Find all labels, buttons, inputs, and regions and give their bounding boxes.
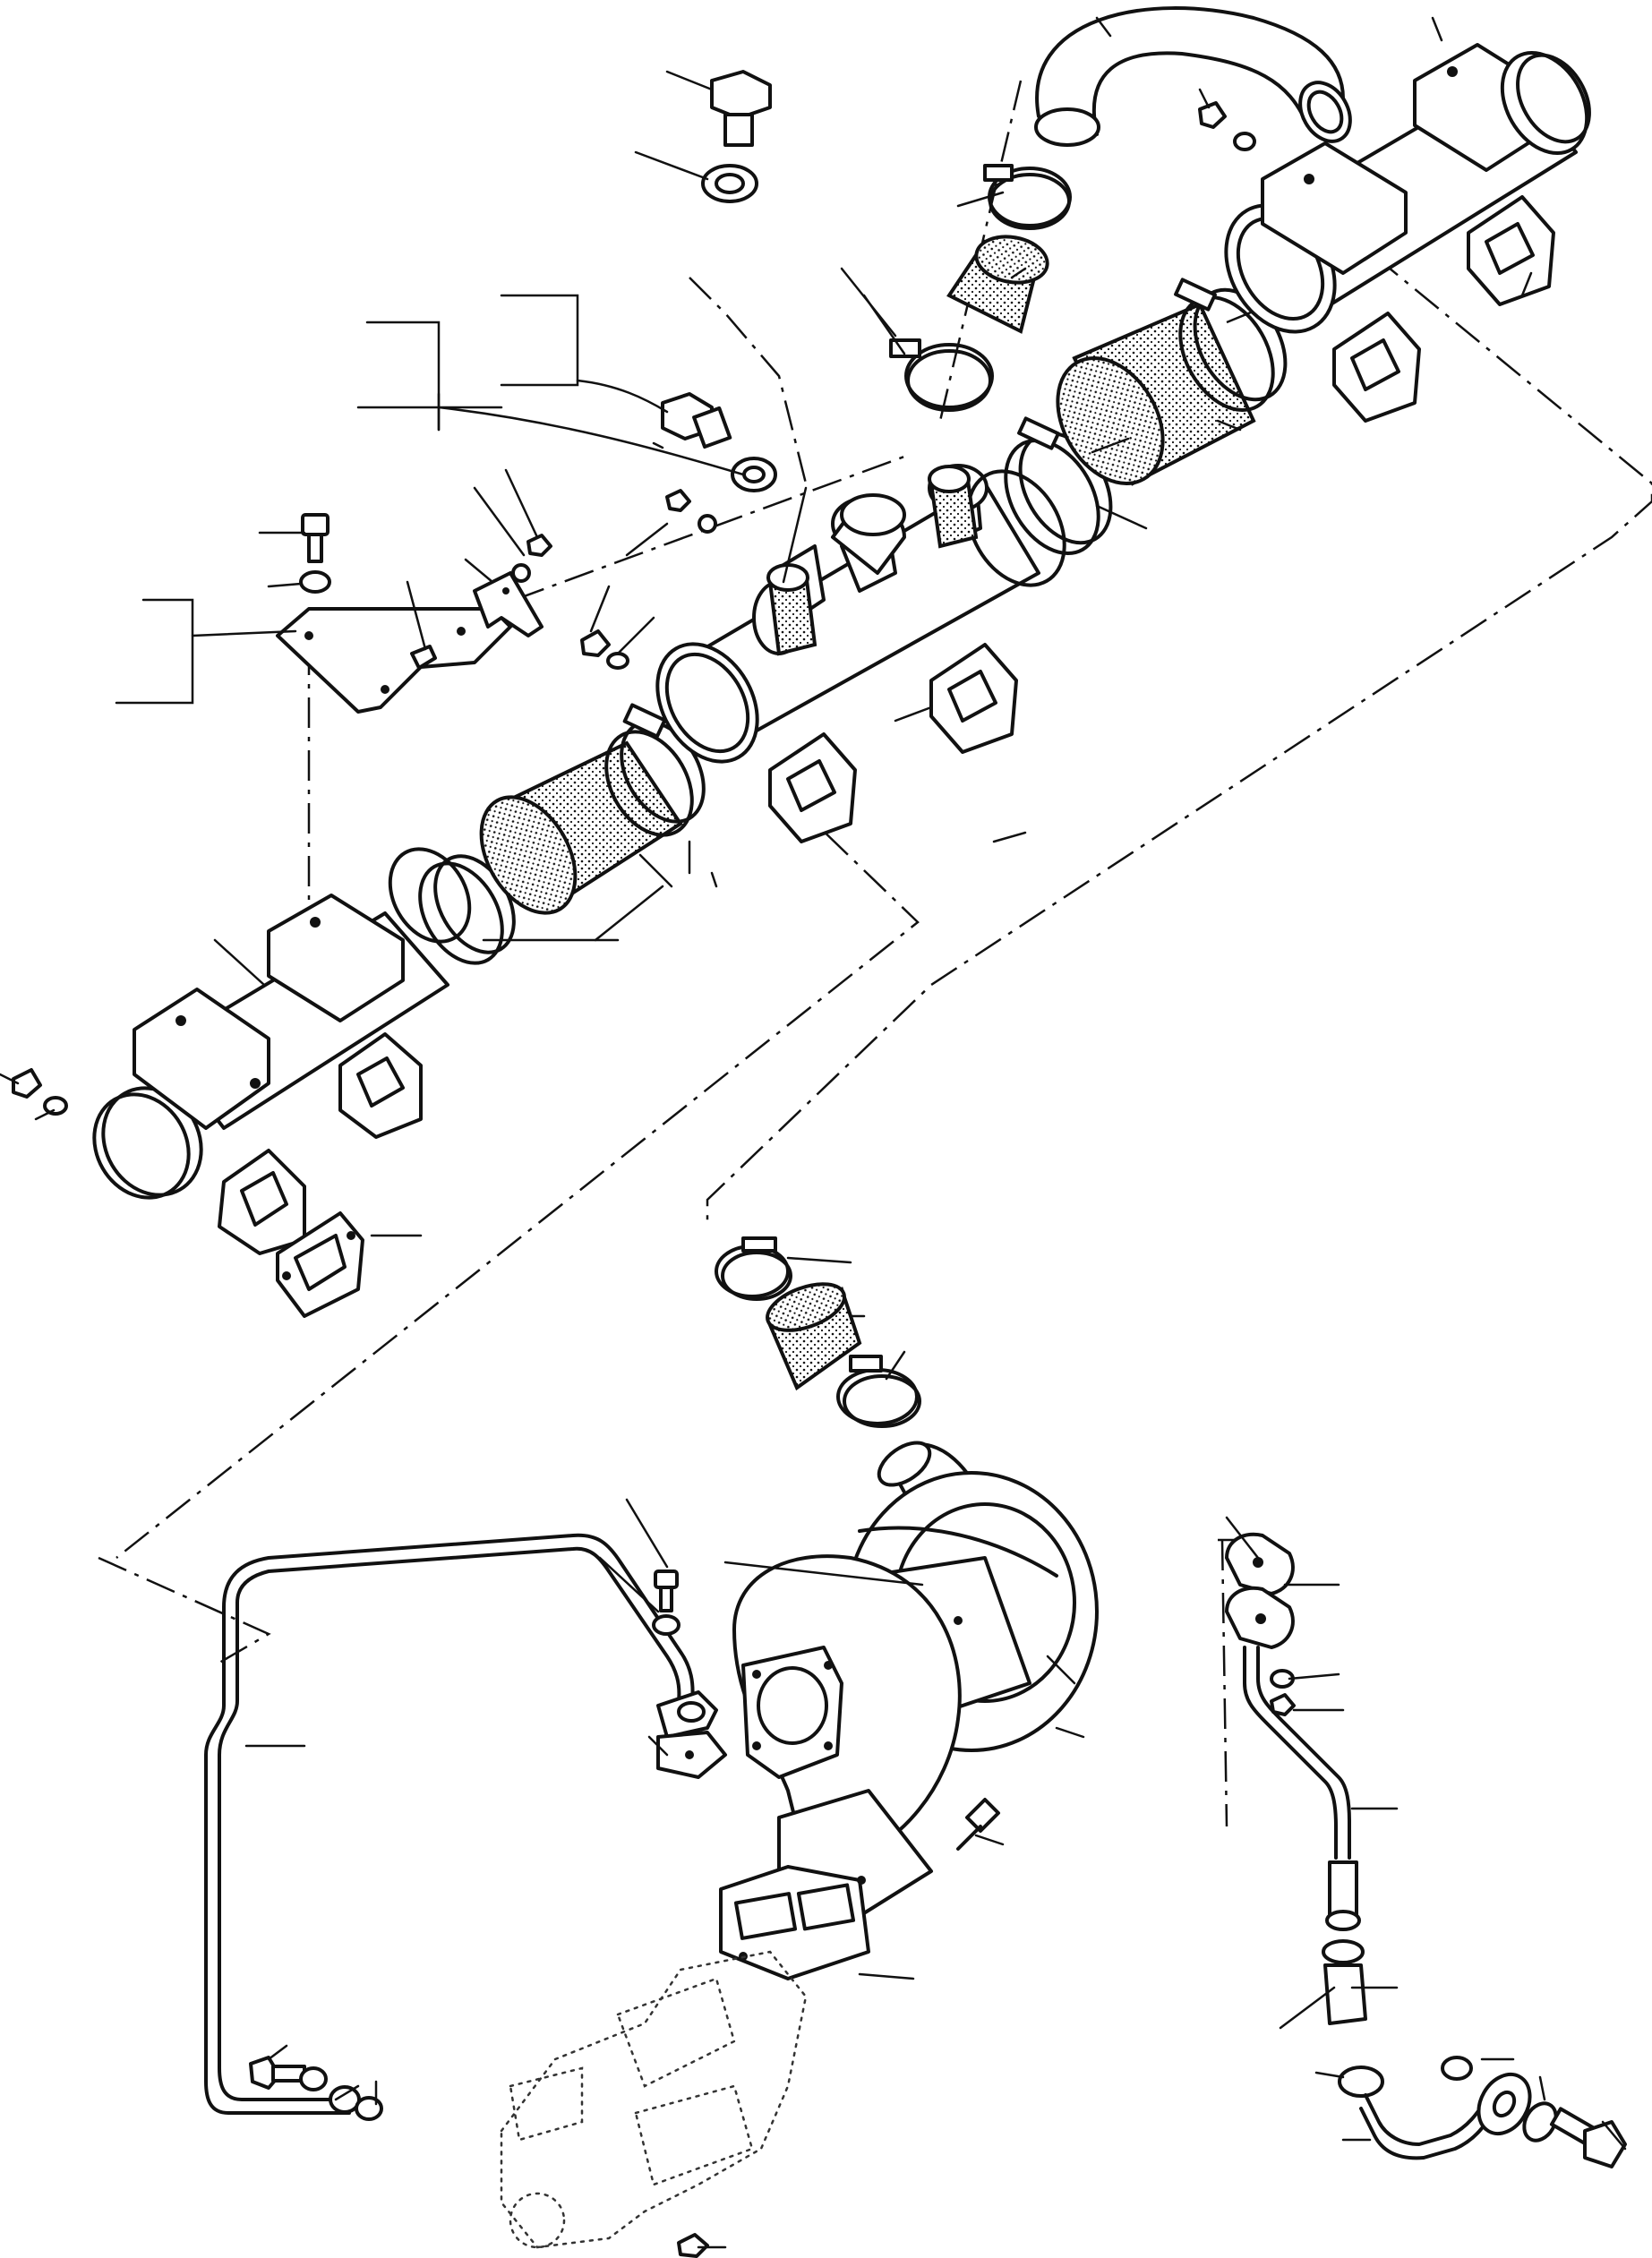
- plug-bolt-2: [661, 392, 777, 492]
- elbow-pipe: [1034, 6, 1352, 147]
- nut-washer-upper: [1198, 101, 1256, 151]
- small-nuts-center: [511, 489, 717, 670]
- nut-washer-left: [12, 1068, 68, 1116]
- bolt-bracket: [299, 513, 437, 670]
- sleeve-lower: [715, 1236, 921, 1428]
- turbocharger: [732, 1441, 1099, 1918]
- engine-manifold-outline: [500, 1950, 808, 2249]
- sleeve-upper: [889, 164, 1072, 412]
- bolt-oil-feed: [652, 1569, 680, 1636]
- gasket-turbo: [719, 1865, 870, 1980]
- clip: [473, 571, 544, 637]
- bellows-right: [1056, 278, 1288, 486]
- bracket: [276, 607, 512, 714]
- plug-bolt-1: [701, 70, 772, 203]
- callout-leaders: [0, 16, 1627, 2249]
- stud-turbo: [956, 1798, 1000, 1851]
- oil-feed-pipe: [204, 1533, 727, 2115]
- connector-pipes: [766, 465, 979, 656]
- banjo-bolt-left: [249, 2056, 383, 2121]
- banjo-bolt-right: [1441, 2056, 1627, 2168]
- exhaust-manifold-front: [92, 847, 472, 1255]
- nut-lower: [677, 2233, 709, 2258]
- gasket-front: [276, 1211, 364, 1318]
- bellows-left: [418, 703, 706, 965]
- exhaust-manifold-upper: [1224, 43, 1591, 423]
- oil-return-pipe: [1225, 1532, 1532, 2160]
